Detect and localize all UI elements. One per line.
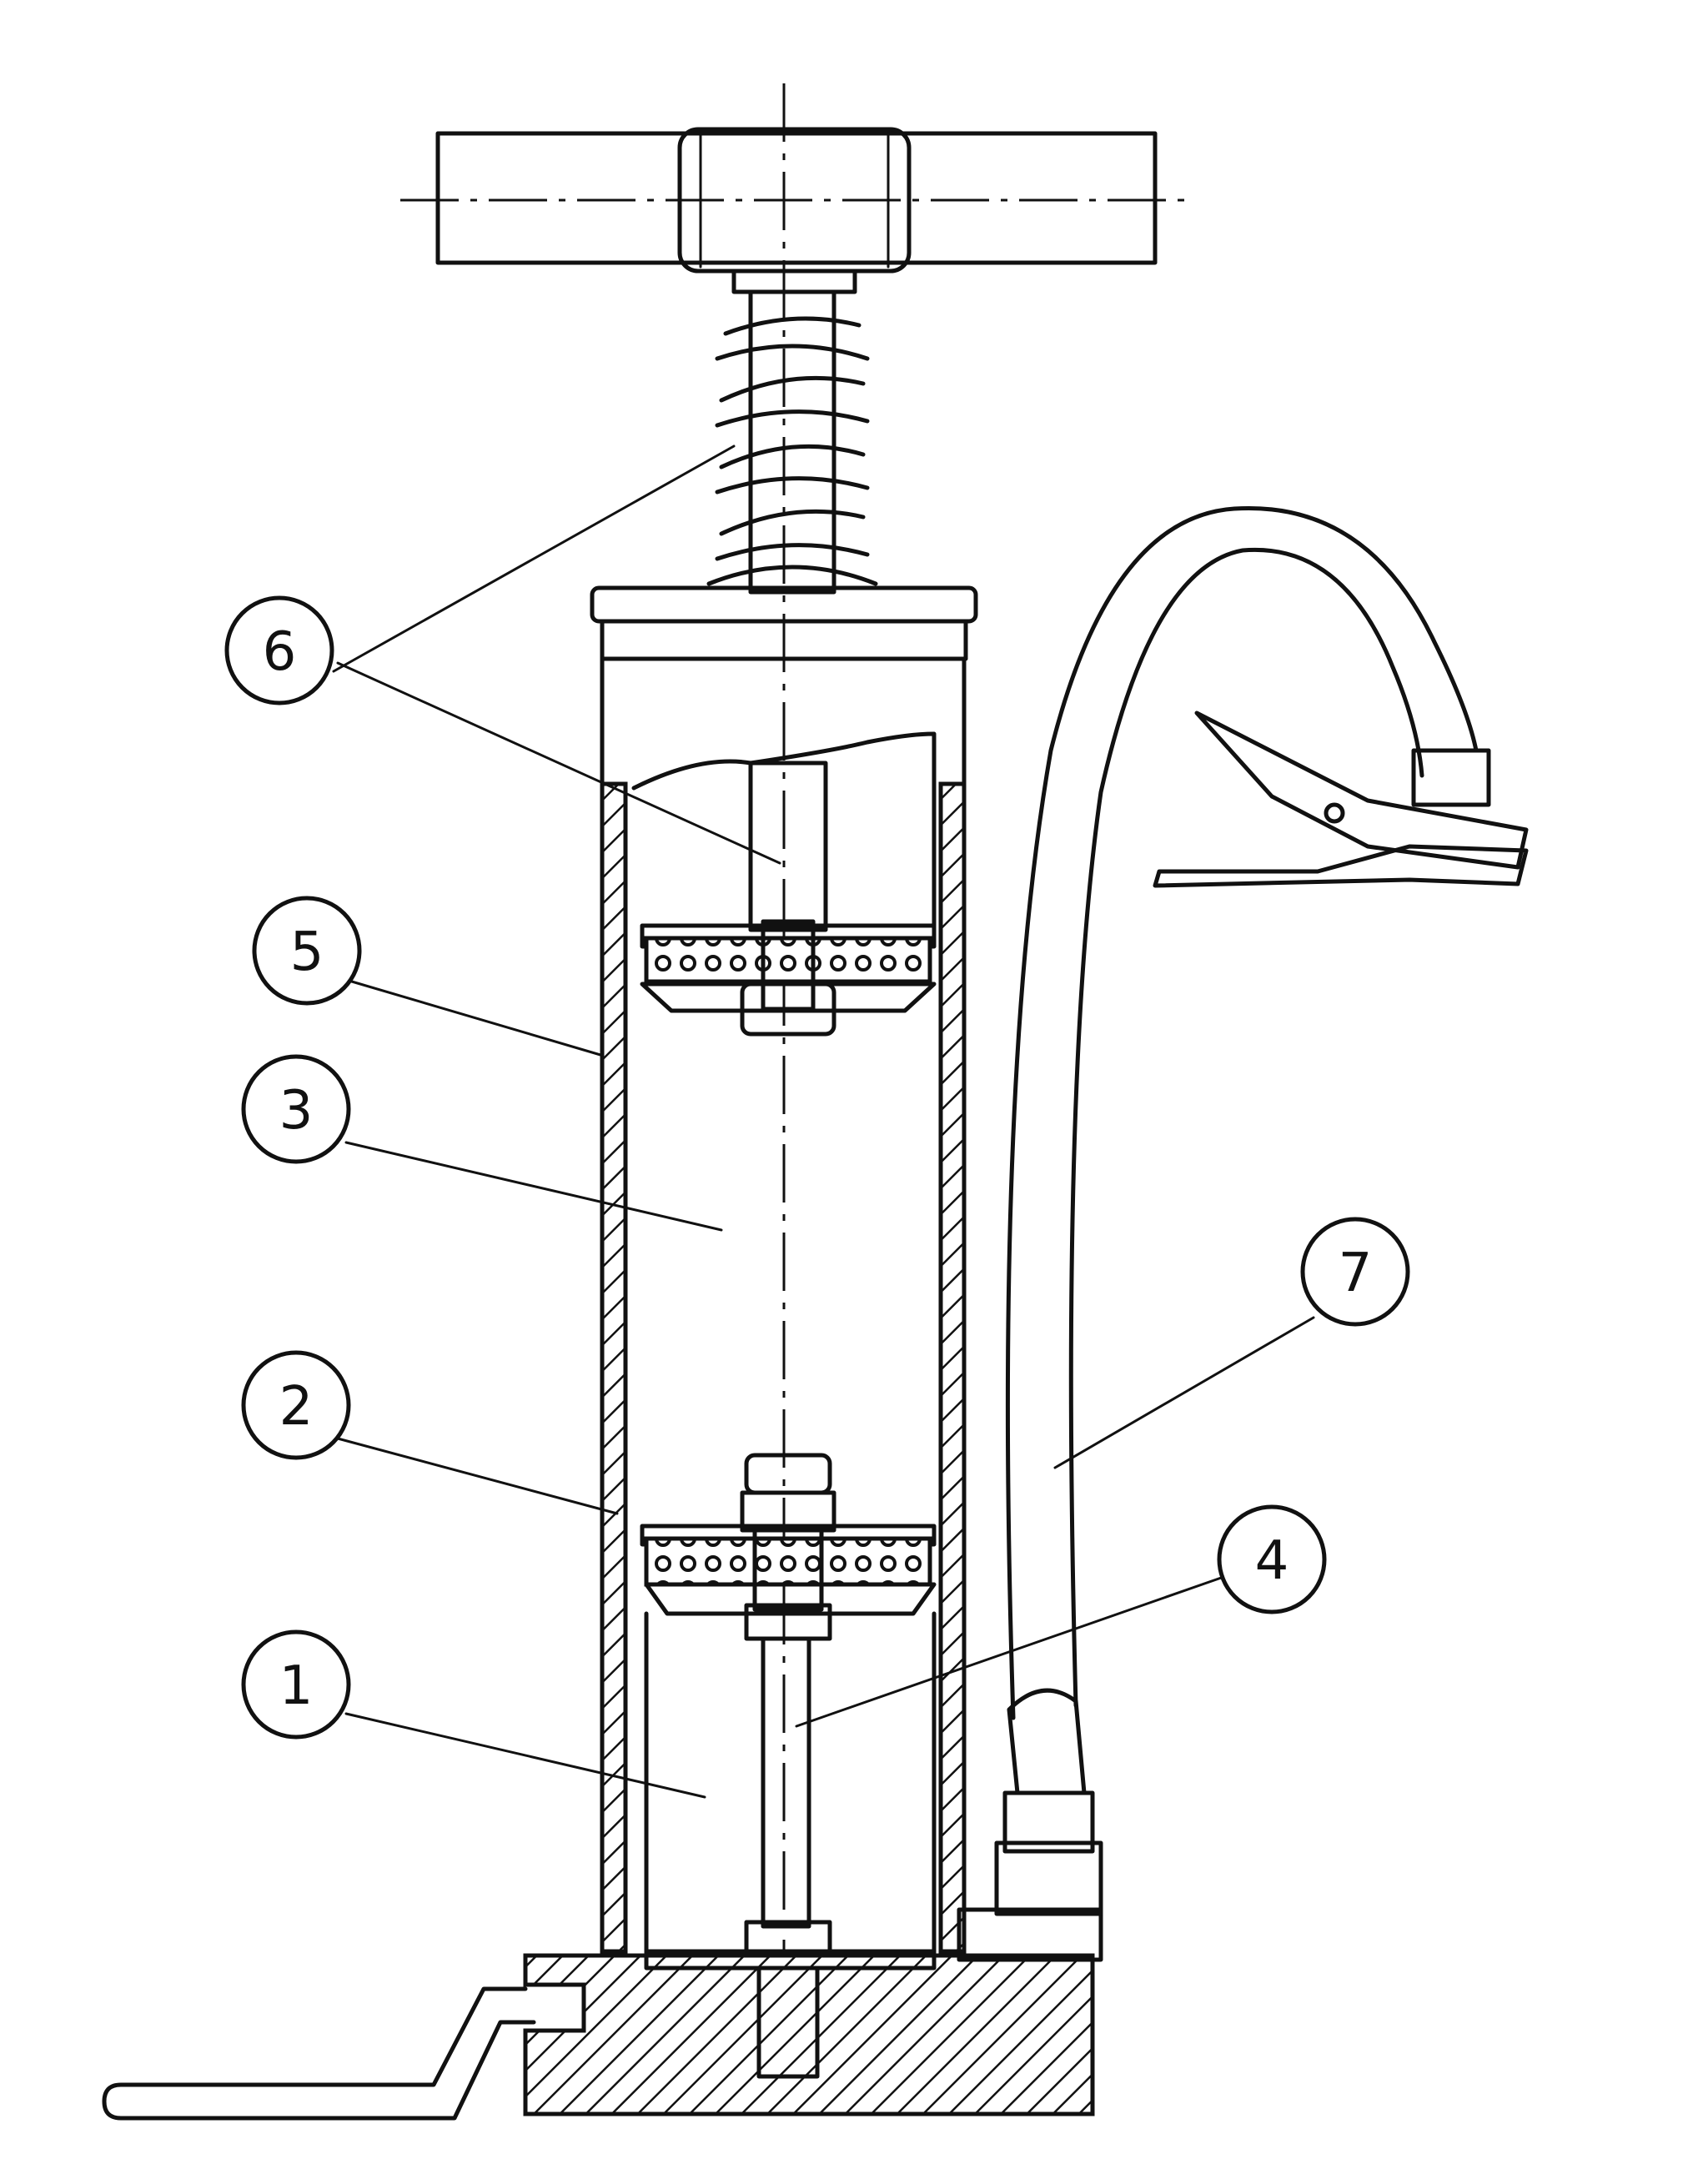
callout-5-label: 5 bbox=[290, 921, 324, 983]
callout-4: 4 bbox=[1217, 1504, 1327, 1614]
callout-2-label: 2 bbox=[279, 1376, 314, 1438]
spring bbox=[706, 289, 878, 595]
lower-chamber bbox=[644, 1611, 937, 1958]
callout-6-label: 6 bbox=[263, 621, 297, 683]
inner-chamber bbox=[623, 1008, 943, 1529]
hose bbox=[1005, 505, 1479, 1720]
lower-piston bbox=[640, 1453, 937, 1641]
cylinder-cap bbox=[590, 585, 978, 661]
callout-7: 7 bbox=[1300, 1217, 1410, 1327]
hose-fitting bbox=[994, 1688, 1103, 1916]
cylinder-body bbox=[600, 656, 967, 1954]
upper-piston bbox=[640, 919, 937, 1037]
base bbox=[523, 1907, 1103, 2116]
foot-lever bbox=[102, 1986, 536, 2121]
callout-7-label: 7 bbox=[1339, 1243, 1373, 1304]
hose-clip bbox=[1153, 710, 1529, 888]
callout-1: 1 bbox=[241, 1629, 351, 1740]
callout-3: 3 bbox=[241, 1054, 351, 1164]
callout-5: 5 bbox=[252, 896, 362, 1006]
leader-lines bbox=[332, 444, 1315, 1799]
callout-6: 6 bbox=[224, 595, 334, 705]
callout-3-label: 3 bbox=[279, 1080, 314, 1142]
section-break bbox=[631, 731, 937, 936]
callout-4-label: 4 bbox=[1255, 1530, 1289, 1592]
callout-1-label: 1 bbox=[279, 1655, 314, 1717]
callout-2: 2 bbox=[241, 1350, 351, 1460]
t-handle bbox=[400, 127, 1184, 294]
upper-rod bbox=[748, 761, 828, 932]
